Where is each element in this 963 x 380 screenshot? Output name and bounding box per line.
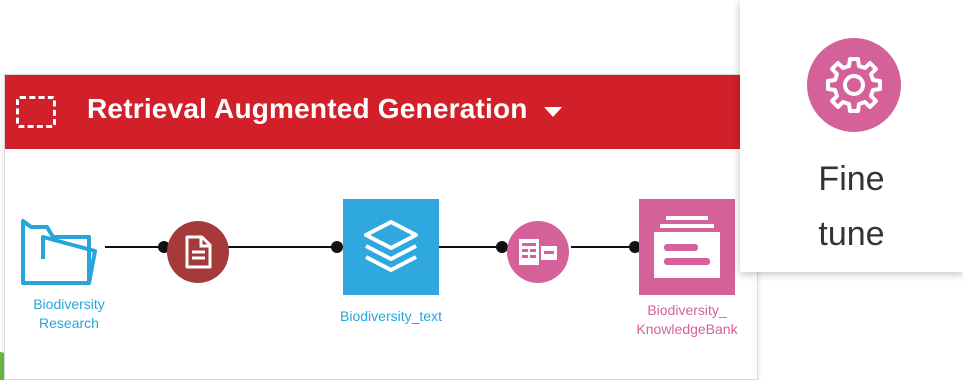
dataset-node-biodiversity-text[interactable] — [343, 199, 439, 295]
zone-title: Retrieval Augmented Generation — [87, 93, 528, 124]
embed-recipe-icon — [519, 239, 557, 265]
folder-node-biodiversity-research[interactable] — [19, 207, 99, 287]
knowledge-bank-node[interactable] — [639, 199, 735, 295]
folder-label-line2: Research — [39, 315, 99, 331]
document-icon — [185, 235, 212, 269]
fine-tune-icon-circle — [807, 38, 901, 132]
dataset-label: Biodiversity_text — [340, 308, 442, 324]
flow-link — [437, 246, 501, 248]
gear-icon — [826, 57, 882, 113]
connector-dot — [629, 241, 641, 253]
flow-link — [227, 246, 339, 248]
knowledge-bank-label: Biodiversity_ KnowledgeBank — [627, 301, 747, 339]
fine-tune-label: Fine tune — [818, 160, 885, 253]
folder-label-line1: Biodiversity — [33, 296, 105, 312]
knowledge-bank-label-line2: KnowledgeBank — [636, 321, 738, 337]
stacked-layers-icon — [364, 220, 418, 272]
connector-dot — [496, 241, 508, 253]
knowledge-bank-label-line1: Biodiversity_ — [647, 302, 727, 318]
zone-header[interactable]: Retrieval Augmented Generation — [5, 75, 757, 149]
flow-link — [105, 246, 165, 248]
flow-zone[interactable]: Retrieval Augmented Generation Biodivers… — [4, 74, 758, 380]
folder-icon — [21, 219, 97, 285]
chevron-down-icon[interactable] — [544, 107, 562, 117]
embed-recipe[interactable] — [507, 221, 569, 283]
knowledge-bank-icon — [654, 216, 720, 278]
fine-tune-card[interactable]: Fine tune — [740, 0, 963, 272]
folder-label: Biodiversity Research — [19, 295, 119, 333]
connector-dot — [331, 241, 343, 253]
zone-icon — [16, 96, 56, 128]
extract-recipe[interactable] — [167, 221, 229, 283]
flow-link — [571, 246, 635, 248]
